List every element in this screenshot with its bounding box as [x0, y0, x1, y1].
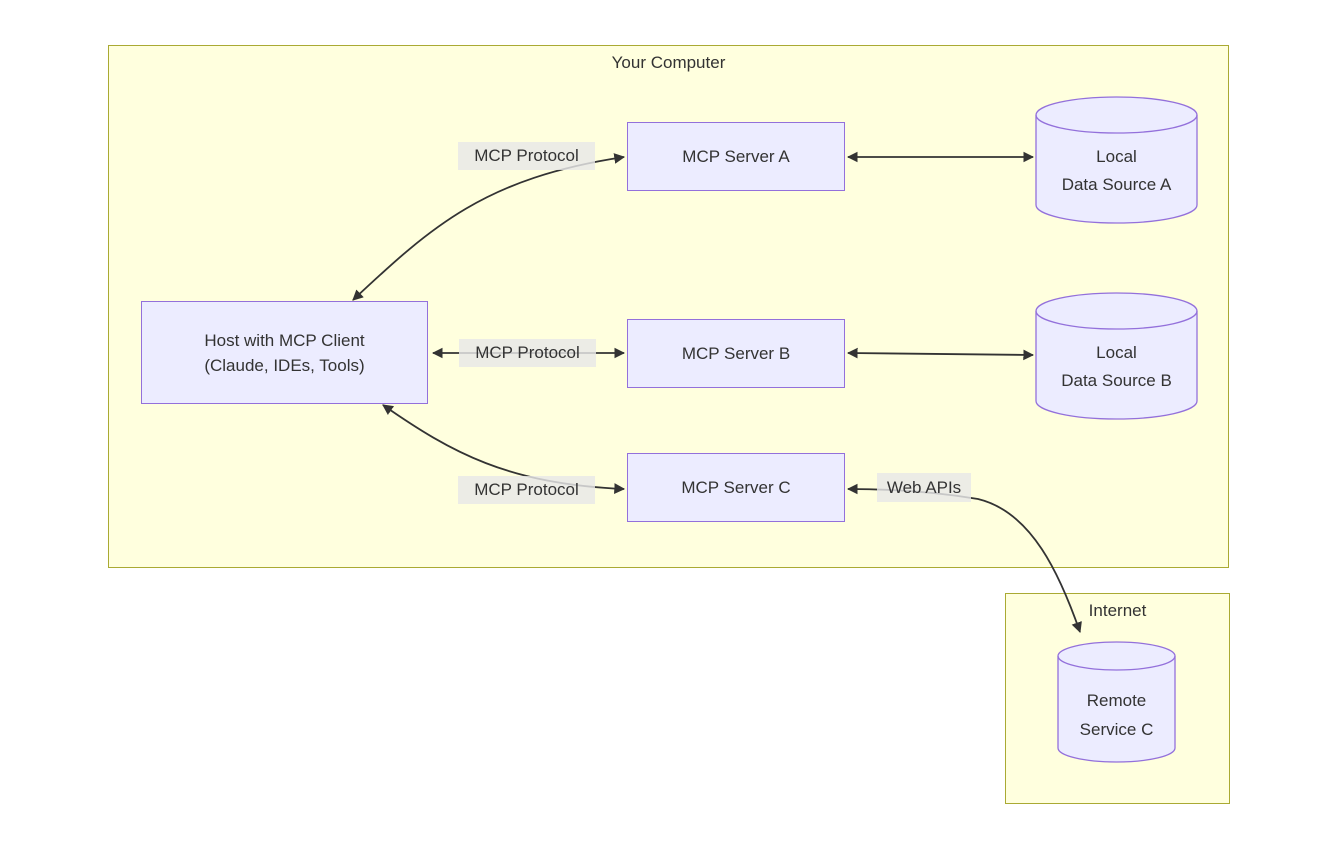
- remote-service-c-line2: Service C: [1079, 720, 1154, 739]
- database-cylinder-data-b: [1035, 292, 1198, 420]
- database-cylinder-remote-c: [1057, 641, 1176, 763]
- local-data-source-a-label: Local Data Source A: [1036, 143, 1197, 199]
- mcp-server-c-node: MCP Server C: [627, 453, 845, 522]
- mcp-server-c-label: MCP Server C: [681, 478, 791, 497]
- host-node-label-line2: (Claude, IDEs, Tools): [204, 355, 365, 375]
- edge-label-mcp-protocol-a: MCP Protocol: [458, 142, 595, 170]
- local-data-source-a-line1: Local: [1096, 147, 1137, 166]
- database-cylinder-data-a: [1035, 96, 1198, 224]
- arrow-server-b-data-b: [846, 347, 1035, 361]
- database-cylinder-remote-c-lip: [1057, 655, 1176, 671]
- remote-service-c-label: Remote Service C: [1058, 686, 1175, 744]
- database-cylinder-data-a-lip: [1035, 114, 1198, 134]
- cluster-title-internet: Internet: [1088, 601, 1147, 620]
- cluster-title-your-computer: Your Computer: [611, 53, 726, 72]
- local-data-source-b-line1: Local: [1096, 343, 1137, 362]
- remote-service-c-line1: Remote: [1086, 691, 1147, 710]
- database-cylinder-data-b-lip: [1035, 310, 1198, 330]
- edge-label-mcp-protocol-c: MCP Protocol: [458, 476, 595, 504]
- edge-label-mcp-protocol-b: MCP Protocol: [459, 339, 596, 367]
- mcp-server-a-node: MCP Server A: [627, 122, 845, 191]
- mcp-server-a-label: MCP Server A: [682, 147, 790, 166]
- local-data-source-b-label: Local Data Source B: [1036, 339, 1197, 395]
- host-node: Host with MCP Client (Claude, IDEs, Tool…: [141, 301, 428, 404]
- mcp-server-b-label: MCP Server B: [681, 344, 791, 363]
- arrow-host-server-a: [352, 153, 626, 301]
- local-data-source-a-line2: Data Source A: [1061, 175, 1172, 194]
- edge-label-web-apis: Web APIs: [877, 473, 971, 502]
- local-data-source-b-line2: Data Source B: [1061, 371, 1172, 390]
- host-node-label-line1: Host with MCP Client: [204, 330, 365, 350]
- mcp-server-b-node: MCP Server B: [627, 319, 845, 388]
